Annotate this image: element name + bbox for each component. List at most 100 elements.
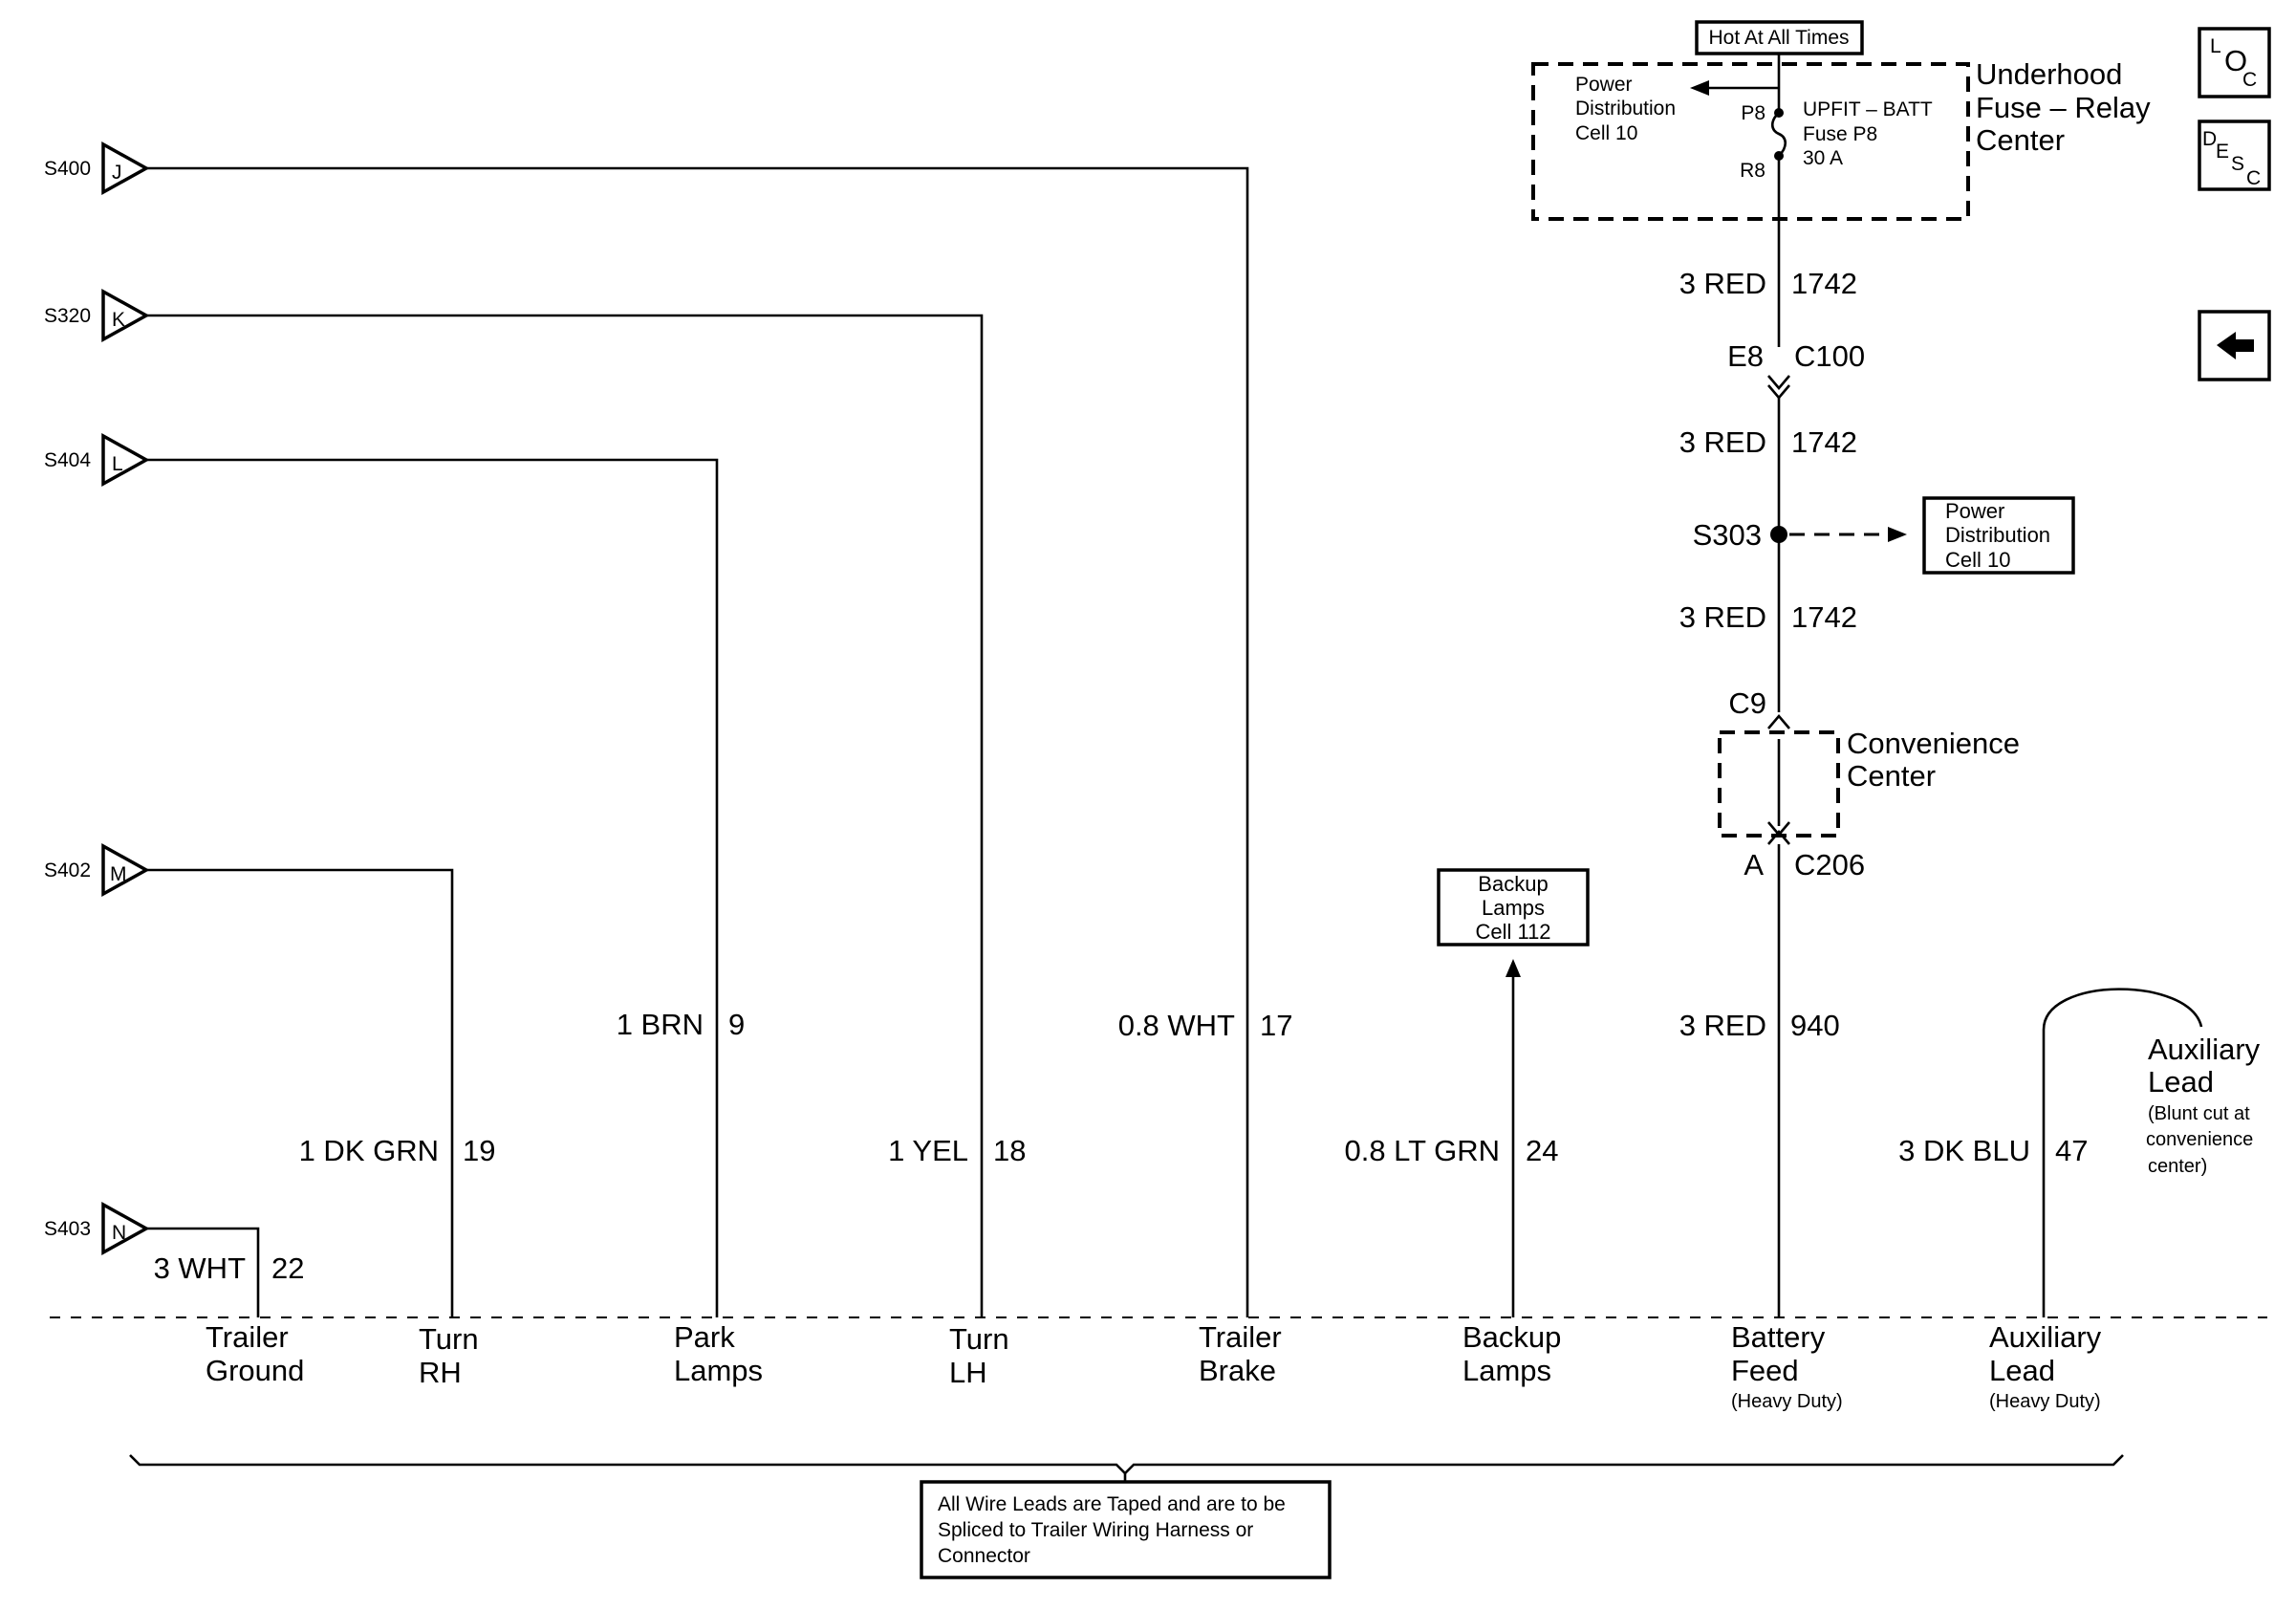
splice-tag-s403 [101,1202,150,1255]
lead-battery-feed-2: Feed [1731,1354,1799,1387]
bottom-note-box [920,1480,1332,1579]
wire-gauge-turn-rh: 1 DK GRN [299,1134,439,1167]
loc-letter-c: C [2242,69,2257,91]
backup-ref-line3: Cell 112 [1475,920,1550,944]
splice-wire-s320: S320 K [44,289,984,1317]
splice-tag-s320 [101,289,150,342]
wire-circuit-auxiliary-lead: 47 [2055,1134,2088,1167]
feed-seg3-gauge: 3 RED [1679,600,1766,634]
aux-note-line4: convenience [2146,1129,2253,1150]
pd-ref-line1: Power [1945,499,2004,523]
desc-button[interactable]: D E S C [2198,120,2271,191]
lead-trailer-brake-2: Brake [1199,1354,1276,1387]
splice-wire-s400: S400 J [44,141,1249,1317]
desc-button-box[interactable] [2198,120,2271,191]
splice-tag-s402 [101,843,150,897]
lead-auxiliary-lead-1: Auxiliary [1989,1320,2102,1354]
underhood-fuse-relay-center: Hot At All Times Underhood Fuse – Relay … [1531,20,2151,221]
bottom-note: All Wire Leads are Taped and are to be S… [920,1480,1332,1579]
wire-gauge-trailer-brake: 0.8 WHT [1118,1009,1235,1042]
wire-labels: 3 WHT 22 1 DK GRN 19 1 BRN 9 1 YEL 18 0.… [154,1008,2089,1285]
bottom-brace [129,1454,2124,1482]
fuse-center-title3: Center [1976,123,2065,157]
pd-line1: Power [1575,74,1633,96]
lead-labels: Trailer Ground Turn RH Park Lamps Turn L… [206,1320,2102,1412]
splice-tag-s400 [101,141,150,195]
desc-letter-c: C [2246,167,2261,189]
splice-label-s303: S303 [1693,518,1762,552]
bottom-note-line2: Spliced to Trailer Wiring Harness or [938,1519,1253,1541]
fuse-relay-center-box [1531,62,1970,221]
hot-at-all-times-box [1695,20,1864,55]
wire-gauge-backup-lamps: 0.8 LT GRN [1344,1134,1500,1167]
splice-wire-s402: S402 M [44,843,454,1317]
fuse-p8-symbol [1770,112,1787,157]
lead-backup-lamps-1: Backup [1462,1320,1561,1354]
aux-note-line3: (Blunt cut at [2148,1103,2250,1124]
battery-feed-wire [1767,158,1907,1317]
fuse-id: Fuse P8 [1803,123,1877,145]
pin-label-j: J [112,162,122,184]
fuse-name: UPFIT – BATT [1803,98,1933,120]
backup-ref-line2: Lamps [1482,896,1545,920]
wire-circuit-turn-rh: 19 [463,1134,495,1167]
splice-tag-s404 [101,433,150,487]
pin-label-n: N [112,1222,126,1244]
c9-connector: C9 [1728,686,1766,720]
c206-connector: C206 [1794,848,1865,881]
lead-trailer-brake-1: Trailer [1199,1320,1282,1354]
fuse-rating: 30 A [1803,147,1843,169]
convenience-center-label1: Convenience [1847,727,2020,760]
pin-label-m: M [110,863,127,885]
splice-label-s320: S320 [44,305,91,327]
lead-turn-rh-1: Turn [419,1322,479,1356]
wire-gauge-trailer-ground: 3 WHT [154,1251,247,1285]
backup-lamps-ref-box[interactable] [1437,868,1590,946]
feed-seg2-circuit: 1742 [1791,425,1857,459]
backup-ref-line1: Backup [1478,872,1548,896]
wire-gauge-turn-lh: 1 YEL [888,1134,968,1167]
aux-note-line1: Auxiliary [2148,1033,2261,1066]
backup-lamps-lead: Backup Lamps Cell 112 [1437,868,1590,1317]
pd-line3: Cell 10 [1575,122,1637,144]
wire-circuit-trailer-brake: 17 [1260,1009,1292,1042]
splice-wire-s404: S404 L [44,433,719,1317]
aux-note-line2: Lead [2148,1065,2214,1099]
splice-label-s400: S400 [44,158,91,180]
c206-pin: A [1744,848,1764,881]
lead-battery-feed-sub: (Heavy Duty) [1731,1391,1843,1412]
back-button[interactable] [2198,310,2271,381]
wire-circuit-turn-lh: 18 [993,1134,1026,1167]
loc-letter-o: O [2224,44,2247,77]
wire-circuit-backup-lamps: 24 [1526,1134,1558,1167]
loc-button-box[interactable] [2198,27,2271,98]
auxiliary-lead: Auxiliary Lead (Blunt cut at convenience… [2042,988,2261,1317]
wire-gauge-park-lamps: 1 BRN [617,1008,704,1041]
pin-label-l: L [112,453,123,475]
wire-circuit-trailer-ground: 22 [271,1251,304,1285]
loc-button[interactable]: L O C [2198,27,2271,98]
pd-ref-line2: Distribution [1945,523,2050,547]
lead-park-lamps-1: Park [674,1320,735,1354]
fuse-pin-out: R8 [1740,160,1765,182]
power-distribution-ref[interactable]: Power Distribution Cell 10 [1922,496,2075,575]
feed-seg2-gauge: 3 RED [1679,425,1766,459]
desc-letter-e: E [2216,141,2229,163]
pd-ref-line3: Cell 10 [1945,548,2010,572]
desc-letter-d: D [2202,128,2217,150]
splice-wire-s403: S403 N [44,1202,260,1317]
power-distribution-ref-box[interactable] [1922,496,2075,575]
fuse-center-title1: Underhood [1976,57,2122,91]
back-arrow-icon [2217,332,2254,359]
convenience-center: Convenience Center [1718,727,2020,838]
hot-at-all-times-label: Hot At All Times [1708,27,1849,49]
splice-label-s404: S404 [44,449,91,471]
lead-auxiliary-lead-2: Lead [1989,1354,2055,1387]
wire-gauge-battery-feed: 3 RED [1679,1009,1766,1042]
wire-gauge-auxiliary-lead: 3 DK BLU [1898,1134,2030,1167]
aux-note-line5: center) [2148,1156,2207,1177]
pin-label-k: K [112,309,125,331]
wire-circuit-park-lamps: 9 [728,1008,745,1041]
feed-seg3-circuit: 1742 [1791,600,1857,634]
